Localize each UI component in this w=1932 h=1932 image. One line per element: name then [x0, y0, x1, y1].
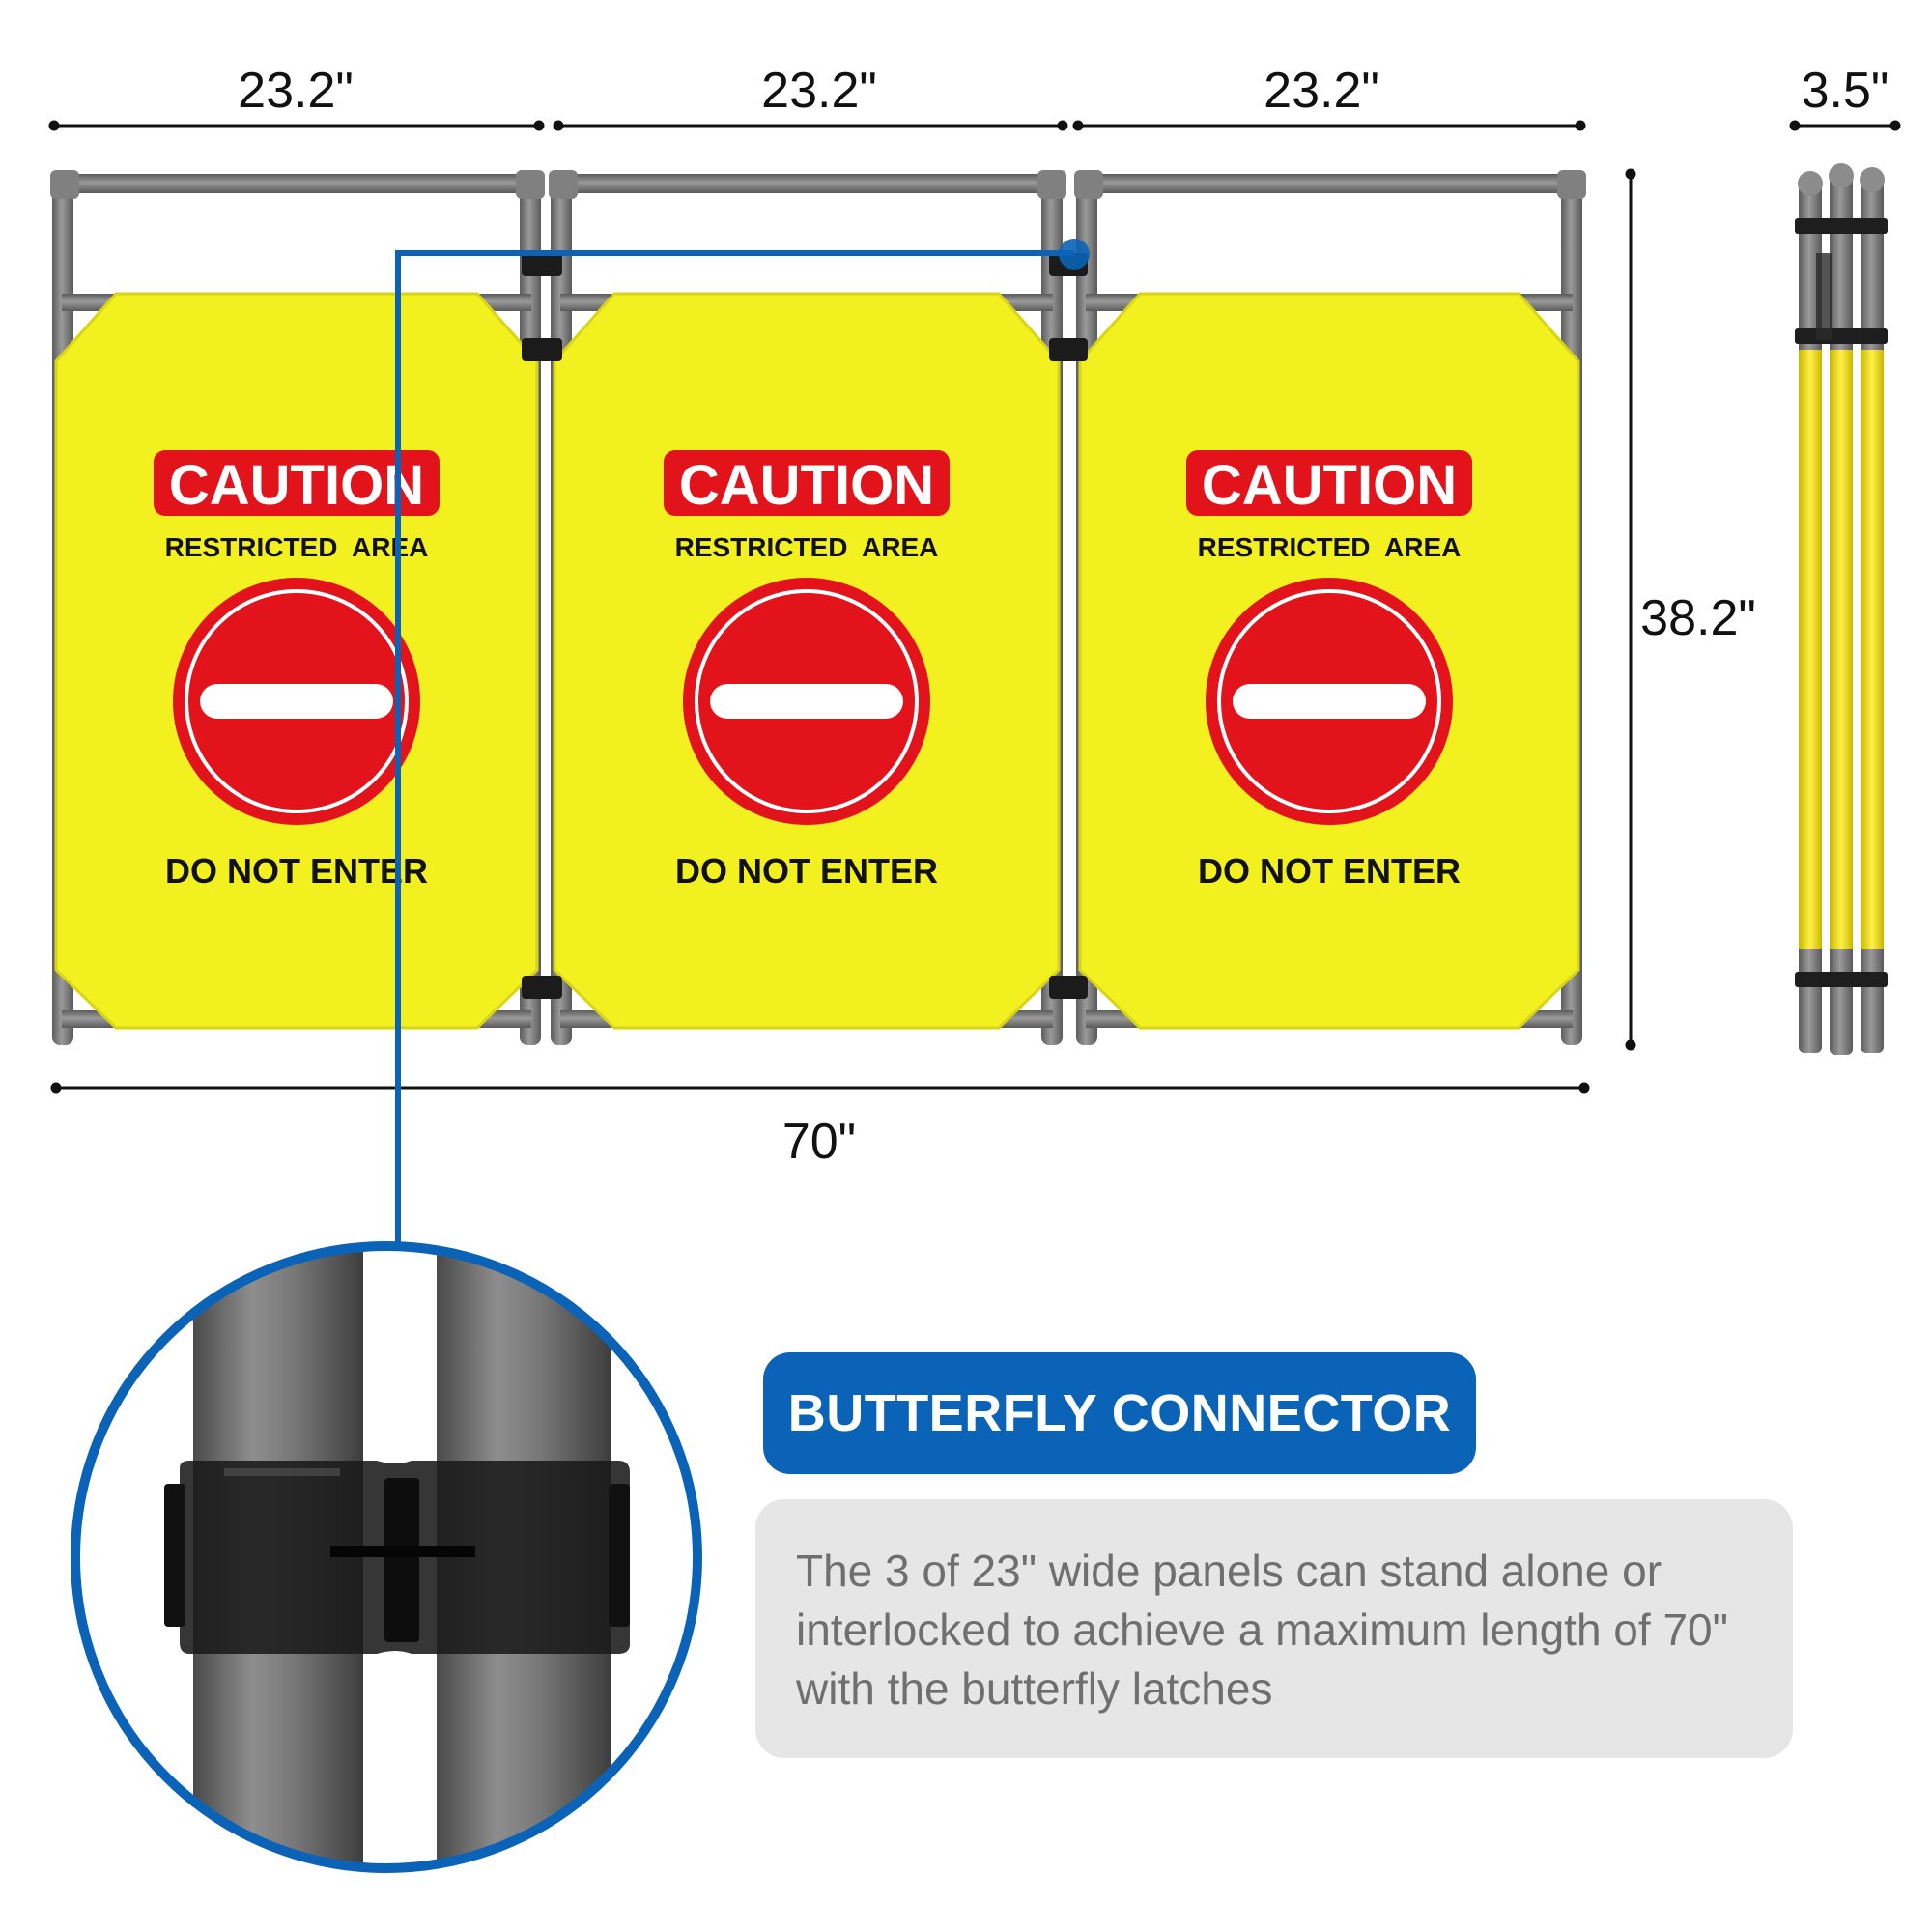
- barrier-panel-2: CAUTION RESTRICTED AREA DO NOT ENTER: [549, 170, 1066, 1045]
- butterfly-latch: [1049, 338, 1088, 361]
- restricted-area-text: RESTRICTED AREA: [675, 532, 939, 562]
- no-entry-ring: [185, 589, 409, 813]
- connector-zoom-view: [71, 1241, 702, 1873]
- folded-barrier: [1795, 163, 1888, 1055]
- frame-top-bar: [556, 174, 1057, 193]
- no-entry-ring: [695, 589, 919, 813]
- caution-text: CAUTION: [169, 454, 424, 517]
- do-not-enter-text: DO NOT ENTER: [1198, 851, 1461, 891]
- barrier-panel-3: CAUTION RESTRICTED AREA DO NOT ENTER: [1074, 170, 1586, 1045]
- do-not-enter-text: DO NOT ENTER: [165, 851, 428, 891]
- caution-box: [664, 450, 950, 516]
- frame-elbow: [50, 170, 79, 199]
- no-entry-ring: [1217, 589, 1441, 813]
- frame-elbow: [516, 170, 545, 199]
- frame-elbow: [1074, 170, 1103, 199]
- no-entry-bar: [200, 684, 393, 719]
- feature-title: BUTTERFLY CONNECTOR: [787, 1384, 1452, 1442]
- butterfly-latch: [522, 338, 562, 361]
- frame-top-bar: [58, 174, 535, 193]
- barrier-panel-1: CAUTION RESTRICTED AREA DO NOT ENTER: [50, 170, 545, 1045]
- frame-elbow: [549, 170, 578, 199]
- feature-description: The 3 of 23" wide panels can stand alone…: [796, 1546, 1728, 1714]
- feature-title-badge: BUTTERFLY CONNECTOR: [763, 1352, 1476, 1474]
- frame-elbow: [1037, 170, 1066, 199]
- caution-text: CAUTION: [679, 454, 934, 517]
- caution-box: [154, 450, 440, 516]
- dimension-lines: [48, 120, 1901, 1094]
- frame-top-bar: [1082, 174, 1577, 193]
- callout-line: [395, 250, 1074, 1246]
- butterfly-latch: [522, 976, 562, 999]
- dim-total-length: 70": [781, 1114, 857, 1170]
- caution-text: CAUTION: [1202, 454, 1457, 517]
- dim-panel-width-2: 23.2": [761, 63, 877, 119]
- caution-box: [1186, 450, 1472, 516]
- dim-panel-width-3: 23.2": [1264, 63, 1379, 119]
- dim-height: 38.2": [1640, 590, 1756, 646]
- no-entry-bar: [710, 684, 903, 719]
- restricted-area-text: RESTRICTED AREA: [165, 532, 429, 562]
- connector-marker: [1059, 239, 1090, 270]
- dim-panel-width-1: 23.2": [238, 63, 354, 119]
- no-entry-bar: [1233, 684, 1426, 719]
- butterfly-latch: [522, 253, 562, 276]
- feature-description-box: The 3 of 23" wide panels can stand alone…: [755, 1499, 1793, 1758]
- frame-elbow: [1557, 170, 1586, 199]
- dim-folded-depth: 3.5": [1801, 63, 1889, 119]
- restricted-area-text: RESTRICTED AREA: [1198, 532, 1462, 562]
- butterfly-latch: [1049, 976, 1088, 999]
- do-not-enter-text: DO NOT ENTER: [675, 851, 938, 891]
